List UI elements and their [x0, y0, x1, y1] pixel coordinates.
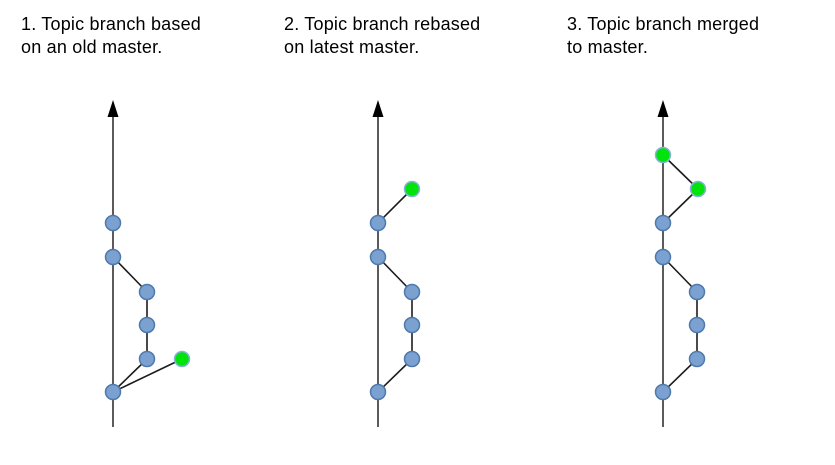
edge-line [112, 358, 183, 393]
arrow-up-icon [657, 100, 669, 117]
master-commit-node [654, 248, 672, 266]
merge-commit-node [654, 146, 672, 164]
topic-branch-tip-node [689, 180, 707, 198]
arrow-up-icon [372, 100, 384, 117]
git-graph-topic-on-old-master [104, 100, 191, 427]
master-commit-branch-base-node [369, 383, 387, 401]
topic-commit-node [688, 316, 706, 334]
topic-commit-node [688, 283, 706, 301]
topic-commit-node [138, 350, 156, 368]
topic-branch-tip-node [173, 350, 191, 368]
panel-title-2: 2. Topic branch rebased on latest master… [284, 14, 481, 57]
topic-branch-tip-node [403, 180, 421, 198]
topic-commit-node [403, 316, 421, 334]
master-commit-branch-base-node [654, 383, 672, 401]
arrow-up-icon [107, 100, 119, 117]
topic-commit-node [403, 350, 421, 368]
git-graph-topic-rebased [369, 100, 421, 427]
panel-title-3: 3. Topic branch merged to master. [567, 14, 760, 57]
git-graph-topic-merged [654, 100, 707, 427]
master-commit-node [654, 214, 672, 232]
topic-commit-node [403, 283, 421, 301]
master-commit-node [369, 248, 387, 266]
master-commit-node [104, 248, 122, 266]
panel-title-1: 1. Topic branch based on an old master. [21, 14, 201, 57]
master-commit-node [369, 214, 387, 232]
topic-commit-node [138, 316, 156, 334]
master-commit-node [104, 214, 122, 232]
master-commit-branch-base-node [104, 383, 122, 401]
topic-commit-node [688, 350, 706, 368]
topic-commit-node [138, 283, 156, 301]
